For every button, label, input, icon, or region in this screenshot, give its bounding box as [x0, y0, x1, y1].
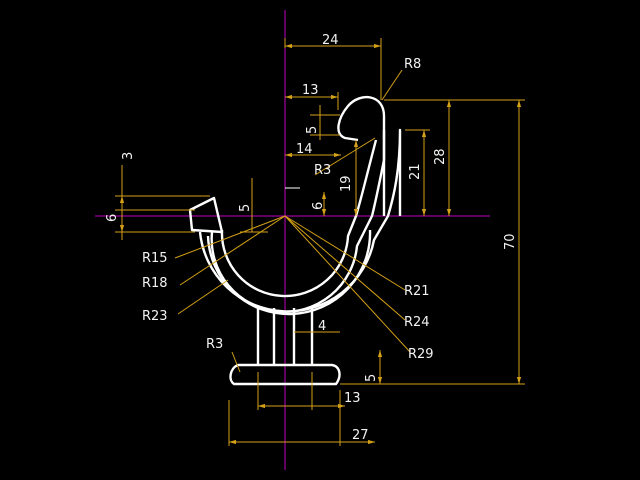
dim-width-13-top: 13 [302, 83, 319, 98]
dim-height-70: 70 [503, 233, 518, 250]
dim-height-5-mid: 5 [238, 204, 253, 212]
dim-width-14: 14 [296, 142, 313, 157]
dim-radius-r21: R21 [404, 284, 430, 299]
inner-hook-profile [206, 229, 372, 316]
dim-radius-r3-top: R3 [314, 163, 331, 178]
dim-height-28: 28 [433, 148, 448, 165]
dim-height-6-left: 6 [105, 214, 120, 222]
dim-height-3-left: 3 [121, 152, 136, 160]
dim-width-24: 24 [322, 33, 339, 48]
dim-height-21: 21 [408, 163, 423, 180]
part-outline [188, 95, 402, 386]
dim-radius-r23: R23 [142, 309, 168, 324]
dim-height-5-top: 5 [305, 126, 320, 134]
dim-height-5-base: 5 [364, 374, 379, 382]
dim-radius-r15: R15 [142, 251, 168, 266]
inner-hook-profile-2 [220, 139, 378, 298]
dim-width-13-base: 13 [344, 391, 361, 406]
dim-width-27: 27 [352, 428, 369, 443]
dimension-texts: 24 13 5 14 R8 R3 19 21 28 70 3 6 5 6 R15… [105, 33, 518, 443]
dimension-lines [115, 38, 525, 446]
stem [256, 308, 314, 365]
dim-radius-r18: R18 [142, 276, 168, 291]
left-tip [188, 196, 224, 234]
dim-radius-r29: R29 [408, 347, 434, 362]
dim-height-19: 19 [339, 175, 354, 192]
centerlines [95, 10, 490, 470]
base [229, 363, 341, 386]
dim-width-4: 4 [318, 319, 326, 334]
dim-radius-r8: R8 [404, 57, 421, 72]
dim-height-6-mid: 6 [311, 202, 326, 210]
outer-arc [198, 128, 402, 313]
dim-radius-r3-bottom: R3 [206, 337, 223, 352]
dim-radius-r24: R24 [404, 315, 430, 330]
